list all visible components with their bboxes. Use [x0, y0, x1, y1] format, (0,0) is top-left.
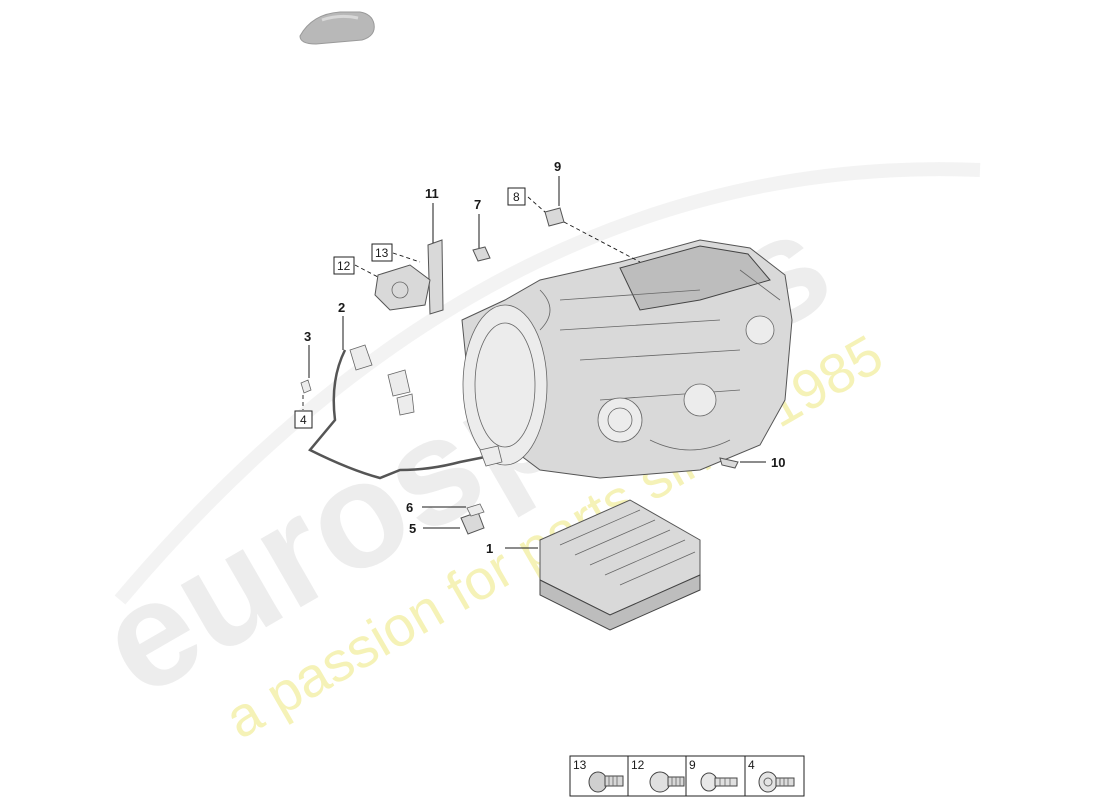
watermark-swoosh: [114, 162, 981, 605]
callout-13: 13: [375, 246, 389, 260]
callout-8: 8: [513, 190, 520, 204]
part-2-wiring-harness: [308, 344, 503, 480]
callout-1: 1: [486, 541, 493, 556]
part-11-bracket: [374, 239, 444, 315]
flange-bolt-icon: [649, 771, 685, 793]
part-9-sensor: [544, 207, 565, 227]
legend-number-13: 13: [573, 758, 587, 772]
callout-5: 5: [409, 521, 416, 536]
callout-9: 9: [554, 159, 561, 174]
callout-13-box: [371, 243, 393, 262]
part-7-sensor: [472, 246, 491, 262]
fastener-legend: 13 12 9 4: [569, 755, 805, 797]
boxed-callouts: 4 8 12 13: [294, 187, 526, 429]
torx-screw-icon: [700, 772, 738, 792]
callout-4: 4: [300, 413, 307, 427]
bolt-with-washer-icon: [588, 771, 624, 793]
part-6-bracket: [466, 503, 485, 517]
part-10-screw: [719, 457, 739, 469]
collar-screw-icon: [758, 771, 795, 793]
leader-lines: [302, 176, 766, 549]
car-silhouette-icon: [299, 11, 375, 45]
legend-number-4: 4: [748, 758, 755, 772]
callout-4-box: [294, 410, 313, 429]
callout-12: 12: [337, 259, 351, 273]
legend-number-12: 12: [631, 758, 645, 772]
part-1-valve-body: [539, 499, 701, 631]
legend-number-9: 9: [689, 758, 696, 772]
callout-6: 6: [406, 500, 413, 515]
transmission-housing: [461, 239, 793, 479]
callout-11: 11: [425, 186, 439, 201]
callout-8-box: [507, 187, 526, 206]
callout-numbers: 1 2 3 5 6 7 9 10 11: [304, 159, 785, 556]
callout-12-box: [333, 256, 355, 275]
callout-3: 3: [304, 329, 311, 344]
callout-7: 7: [474, 197, 481, 212]
part-3-clip: [300, 379, 312, 394]
callout-10: 10: [771, 455, 785, 470]
callout-2: 2: [338, 300, 345, 315]
